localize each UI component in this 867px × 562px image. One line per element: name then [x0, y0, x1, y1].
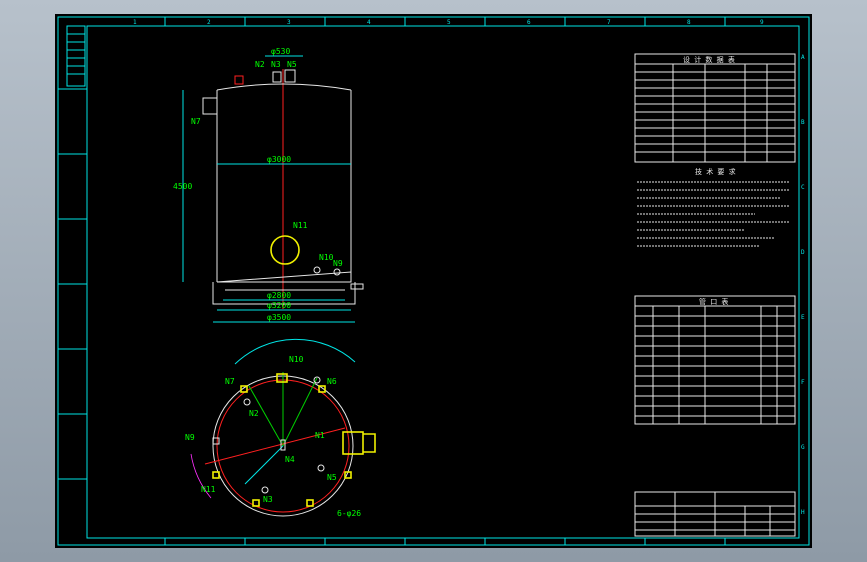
label-elev-n10: N10	[319, 253, 334, 262]
nozzle-table: 管 口 表	[634, 295, 796, 425]
border-letter-e: E	[801, 314, 805, 321]
border-num-7: 7	[607, 19, 611, 26]
plan-anchor-bolts	[212, 385, 352, 507]
base-ring	[212, 282, 356, 305]
label-plan-n9: N9	[185, 433, 195, 442]
plan-nozzle-n6	[313, 376, 321, 384]
elevation-view: φ530 φ3000 4500 φ2800 φ3200 φ3500 N2 N3 …	[173, 47, 364, 323]
nozzle-n9-side	[333, 268, 341, 276]
plan-nozzle-n3	[261, 486, 269, 494]
border-num-3: 3	[287, 19, 291, 26]
label-plan-n3: N3	[263, 495, 273, 504]
dim-base-outer: φ3500	[267, 313, 291, 322]
nozzle-table-title: 管 口 表	[699, 297, 728, 306]
border-letter-c: C	[801, 184, 805, 191]
label-elev-n7: N7	[191, 117, 201, 126]
label-elev-n2: N2	[255, 60, 265, 69]
dim-height: 4500	[173, 182, 192, 191]
tank-bottom	[216, 271, 352, 283]
border-num-2: 2	[207, 19, 211, 26]
plan-nozzle-n9	[212, 437, 220, 445]
nozzle-n7-side	[350, 283, 364, 290]
plan-nozzle-n5	[317, 464, 325, 472]
plan-angle-arc-left	[190, 453, 212, 499]
nozzle-n5-top	[284, 69, 296, 83]
label-plan-n7: N7	[225, 377, 235, 386]
outer-frame	[57, 16, 810, 546]
dim-base-inner: φ2800	[267, 291, 291, 300]
label-plan-n6: N6	[327, 377, 337, 386]
dim-base-mid: φ3200	[267, 301, 291, 310]
plan-nozzle-n1-flange	[363, 433, 376, 453]
tank-shell	[216, 90, 352, 282]
label-bolt-note: 6-φ26	[337, 509, 361, 518]
border-num-1: 1	[133, 19, 137, 26]
border-num-6: 6	[527, 19, 531, 26]
revision-strip	[66, 25, 86, 87]
design-data-table: 设 计 数 据 表	[634, 53, 796, 163]
label-elev-n9: N9	[333, 259, 343, 268]
inner-border	[86, 25, 800, 539]
border-letter-b: B	[801, 119, 805, 126]
label-plan-n11: N11	[201, 485, 216, 494]
border-letter-a: A	[801, 54, 805, 61]
plan-angle-arc	[234, 338, 356, 365]
nozzle-n10-side	[313, 266, 321, 274]
tech-req-title: 技 术 要 求	[695, 167, 736, 176]
design-data-title: 设 计 数 据 表	[683, 55, 735, 64]
border-letter-g: G	[801, 444, 805, 451]
nozzle-n3-top	[272, 71, 282, 83]
plan-view: N7 N10 N2 N6 N9 N1 N3 N4 N5 N11 6-φ26	[185, 338, 376, 518]
border-num-9: 9	[760, 19, 764, 26]
elevation-dims	[182, 55, 355, 323]
plan-nozzle-n2	[243, 398, 251, 406]
border-letter-d: D	[801, 249, 805, 256]
label-plan-n2: N2	[249, 409, 259, 418]
dim-shell-diameter: φ3000	[267, 155, 291, 164]
plan-radial-4	[244, 445, 284, 485]
label-plan-n5: N5	[327, 473, 337, 482]
plan-radial-2	[248, 385, 284, 447]
border-num-5: 5	[447, 19, 451, 26]
nozzle-n2-top	[234, 75, 244, 85]
border-letter-h: H	[801, 509, 805, 516]
drawing-sheet: 1 2 3 4 5 6 7 8 9 A B C D E F G H	[55, 14, 812, 548]
side-nozzle-upper	[202, 97, 218, 115]
manhole-n11	[270, 235, 300, 265]
label-plan-n10: N10	[289, 355, 304, 364]
plan-red-line	[204, 427, 346, 465]
border-num-4: 4	[367, 19, 371, 26]
plan-nozzle-top	[276, 373, 288, 383]
title-block	[634, 491, 796, 537]
plan-radial-3	[282, 377, 318, 447]
plan-nozzle-n1	[342, 431, 364, 455]
label-elev-n11: N11	[293, 221, 308, 230]
label-plan-n1: N1	[315, 431, 325, 440]
border-letter-f: F	[801, 379, 805, 386]
tank-roof	[216, 83, 352, 91]
tank-drawing: 1 2 3 4 5 6 7 8 9 A B C D E F G H	[57, 16, 810, 546]
dim-top-opening: φ530	[271, 47, 290, 56]
plan-nozzle-n4	[280, 439, 286, 451]
label-elev-n3: N3	[271, 60, 281, 69]
border-ticks	[58, 17, 726, 545]
border-num-8: 8	[687, 19, 691, 26]
tech-requirements: 技 术 要 求	[637, 167, 790, 247]
label-elev-n5: N5	[287, 60, 297, 69]
label-plan-n4: N4	[285, 455, 295, 464]
